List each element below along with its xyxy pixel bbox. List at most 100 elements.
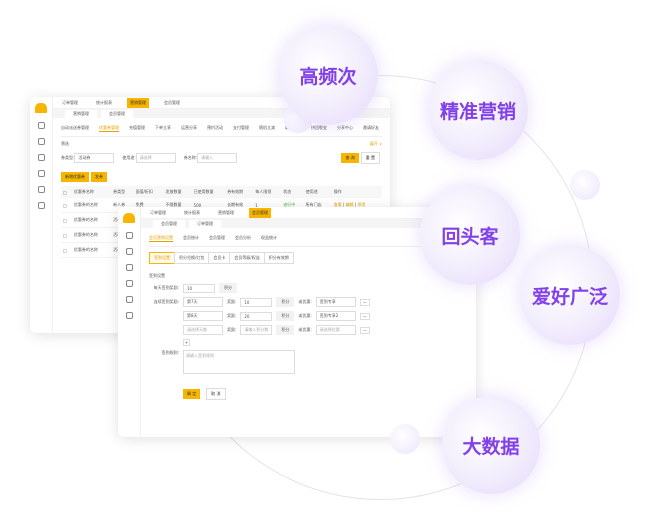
subtab[interactable]: 优惠券管理 <box>99 125 119 132</box>
sidebar <box>118 207 141 437</box>
coupon-type-select[interactable]: 活动券 <box>74 153 115 163</box>
points-input[interactable]: 10 <box>240 297 273 307</box>
nav-icon[interactable] <box>125 248 133 255</box>
points-input[interactable]: 请输入积分数 <box>240 325 273 335</box>
member-window: 订单管理统计报表营销管理会员管理 会员管理订单管理 会员营销设置会员统计会员管理… <box>118 207 476 437</box>
subtab[interactable]: 随机立减 <box>259 125 275 130</box>
search-button[interactable]: 查 询 <box>341 153 359 163</box>
tab[interactable]: 会员管理 <box>101 109 133 118</box>
expand-link[interactable]: 展开 ∨ <box>369 141 382 146</box>
day-select[interactable]: 第7天 <box>183 297 223 307</box>
subtab[interactable]: 会员分析 <box>235 235 251 240</box>
unit: 积分 <box>276 311 295 321</box>
setting-pill[interactable]: 会员卡 <box>208 252 231 264</box>
subtab[interactable]: 拼团裂变 <box>311 125 327 130</box>
setting-pill[interactable]: 会员等级/权益 <box>229 252 265 264</box>
reward-rule-row: 请选择天数奖励:请输入积分数积分或优惠:请选择优惠— <box>149 325 468 335</box>
cancel-button[interactable]: 取 消 <box>206 388 226 400</box>
column-header: 已使用数量 <box>191 186 226 198</box>
settings-pills: 签到设置积分兑换/红包会员卡会员等级/权益积分有效期 <box>149 252 468 264</box>
label: 奖励: <box>227 299 237 304</box>
nav-item-active[interactable]: 会员管理 <box>249 207 271 218</box>
daily-points-input[interactable]: 10 <box>183 283 215 293</box>
settings-icon[interactable] <box>125 312 133 319</box>
subtab[interactable]: 预约活动 <box>207 125 223 130</box>
nav-icon[interactable] <box>125 264 133 271</box>
day-select[interactable]: 第8天 <box>183 311 223 321</box>
send-coupon-button[interactable]: 发券 <box>91 172 107 182</box>
coupon-select[interactable]: 请选择优惠 <box>315 325 356 335</box>
nav-icon[interactable] <box>37 122 45 129</box>
usage-select[interactable]: 请选择 <box>135 153 176 163</box>
cell: 优惠券的名称 <box>71 227 112 243</box>
points-input[interactable]: 20 <box>240 311 273 321</box>
day-select[interactable]: 请选择天数 <box>183 325 223 335</box>
action-link[interactable]: 查看 <box>333 202 342 207</box>
nav-item[interactable]: 统计报表 <box>96 99 112 105</box>
column-header: 使用途 <box>303 186 332 198</box>
tab[interactable]: 会员管理 <box>153 219 185 228</box>
subtab[interactable]: 充值管理 <box>129 125 145 130</box>
nav-item[interactable]: 营销管理 <box>218 209 234 215</box>
decor-bubble <box>570 170 600 200</box>
subtab[interactable]: 分享中心 <box>337 125 353 130</box>
label: 奖励: <box>227 327 237 332</box>
remove-rule-button[interactable]: — <box>359 312 370 320</box>
row-checkbox[interactable]: □ <box>61 198 72 213</box>
column-header: 优惠券名称 <box>71 186 112 198</box>
setting-pill[interactable]: 签到设置 <box>149 252 175 264</box>
bubble: 爱好广泛 <box>520 245 620 345</box>
share-icon[interactable] <box>125 280 133 287</box>
add-rule-button[interactable]: + <box>183 339 190 346</box>
coupon-select[interactable]: 签到专享 <box>315 297 356 307</box>
nav-item[interactable]: 订单管理 <box>150 209 166 215</box>
reset-button[interactable]: 重 置 <box>360 152 380 164</box>
subtab[interactable]: 运营分享 <box>181 125 197 130</box>
action-link[interactable]: 停用 <box>357 202 366 207</box>
setting-pill[interactable]: 积分兑换/红包 <box>174 252 210 264</box>
label: 或优惠: <box>298 327 312 332</box>
nav-icon[interactable] <box>125 232 133 239</box>
subtab[interactable]: 会员营销设置 <box>149 235 173 242</box>
settings-icon[interactable] <box>37 202 45 209</box>
setting-pill[interactable]: 积分有效期 <box>263 252 294 264</box>
unit: 积分 <box>276 325 295 335</box>
column-header: 操作 <box>331 186 382 198</box>
confirm-button[interactable]: 确 定 <box>183 389 201 399</box>
nav-item[interactable]: 会员管理 <box>164 99 180 105</box>
action-link[interactable]: 编辑 <box>345 202 354 207</box>
remove-rule-button[interactable]: — <box>359 298 370 306</box>
subtab[interactable]: 会员统计 <box>183 235 199 240</box>
name-input[interactable]: 请输入 <box>197 153 238 163</box>
row-checkbox[interactable]: □ <box>61 242 72 258</box>
subtab[interactable]: 权益统计 <box>261 235 277 240</box>
add-coupon-button[interactable]: 新增优惠券 <box>61 172 89 182</box>
nav-item[interactable]: 统计报表 <box>184 209 200 215</box>
label: 或优惠: <box>298 313 312 318</box>
row-checkbox[interactable]: □ <box>61 212 72 228</box>
subtab[interactable]: 支付管理 <box>233 125 249 130</box>
row-checkbox[interactable]: □ <box>61 227 72 243</box>
grid-icon[interactable] <box>125 296 133 303</box>
logo-icon <box>123 213 135 223</box>
rule-textarea[interactable]: 请输入签到规则 <box>183 350 295 374</box>
unit: 积分 <box>276 297 295 307</box>
coupon-select[interactable]: 签到专享2 <box>315 311 356 321</box>
subtab[interactable]: 自动派送券管理 <box>61 125 89 130</box>
subtab[interactable]: 下单立享 <box>155 125 171 130</box>
nav-item[interactable]: 订单管理 <box>62 99 78 105</box>
share-icon[interactable] <box>37 170 45 177</box>
subtab[interactable]: 会员管理 <box>209 235 225 240</box>
nav-icon[interactable] <box>37 138 45 145</box>
tab[interactable]: 营销管理 <box>65 109 97 118</box>
column-header: 发放数量 <box>163 186 192 198</box>
remove-rule-button[interactable]: — <box>359 326 370 334</box>
select-all-checkbox[interactable]: □ <box>61 186 72 198</box>
nav-icon[interactable] <box>37 154 45 161</box>
nav-item-active[interactable]: 营销管理 <box>127 97 149 108</box>
decor-bubble <box>390 424 420 454</box>
subtab[interactable]: 邀请好友 <box>363 125 379 130</box>
tab[interactable]: 订单管理 <box>189 219 221 228</box>
grid-icon[interactable] <box>37 186 45 193</box>
